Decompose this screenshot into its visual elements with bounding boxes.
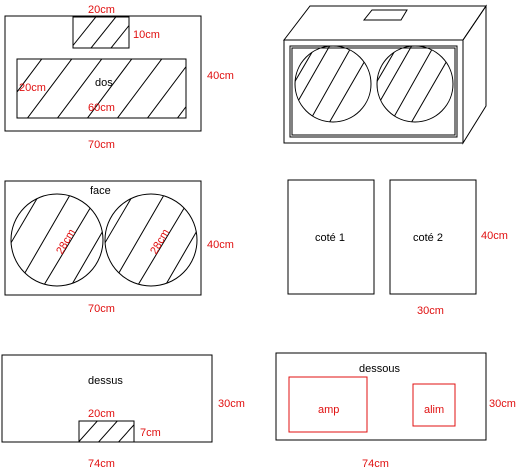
back-port-cutout [72, 16, 130, 49]
back-panel-width-label: 70cm [88, 139, 115, 151]
bottom-panel-width-label: 74cm [362, 458, 389, 470]
front-speaker-right-diameter: 28cm [148, 227, 172, 256]
top-cutout-height-label: 7cm [140, 427, 161, 439]
top-panel-depth-label: 30cm [218, 398, 245, 410]
cabinet-3d-speaker-right [376, 45, 454, 123]
top-panel-cutout-hatch [79, 421, 134, 442]
psu-outline [412, 383, 456, 427]
back-panel: 20cm 10cm dos 20cm 60cm 40cm 70cm [4, 4, 234, 151]
side-panel-height-label: 40cm [481, 230, 508, 242]
side-panel-left [287, 179, 375, 295]
back-port-hatch [73, 17, 129, 48]
top-panel: dessus 20cm 7cm 30cm 74cm [1, 354, 245, 470]
front-panel-height-label: 40cm [207, 239, 234, 251]
back-panel-outline [4, 15, 202, 132]
amp-outline [288, 376, 368, 433]
back-terminal-hatch [17, 59, 186, 118]
bottom-panel: dessous amp alim 30cm 74cm [275, 352, 516, 470]
cabinet-3d-front-inner [289, 45, 458, 138]
bottom-panel-label: dessous [359, 363, 400, 375]
back-terminal-width-label: 60cm [88, 102, 115, 114]
psu-label: alim [424, 404, 444, 416]
cabinet-3d-top-port [362, 9, 408, 21]
front-panel-label: face [90, 185, 111, 197]
front-panel-outline [4, 180, 202, 296]
top-panel-outline [1, 354, 213, 443]
top-cutout-width-label: 20cm [88, 408, 115, 420]
side-panel-right-label: coté 2 [413, 232, 443, 244]
front-speaker-left [10, 193, 104, 287]
cabinet-3d-front-inner2 [291, 47, 456, 136]
back-panel-label: dos [95, 77, 113, 89]
side-panel-depth-label: 30cm [417, 305, 444, 317]
top-panel-label: dessus [88, 375, 123, 387]
side-panel-left-label: coté 1 [315, 232, 345, 244]
cabinet-3d-speaker-right-hatch [377, 46, 453, 122]
bottom-panel-outline [275, 352, 487, 441]
bottom-panel-depth-label: 30cm [489, 398, 516, 410]
cabinet-3d-view [282, 4, 487, 145]
front-speaker-left-diameter: 28cm [54, 227, 78, 256]
amp-label: amp [318, 404, 339, 416]
top-panel-width-label: 74cm [88, 458, 115, 470]
back-port-width-label: 20cm [88, 4, 115, 16]
cabinet-3d-speaker-left [294, 45, 372, 123]
cabinet-3d-top [282, 5, 487, 41]
cabinet-3d-speaker-left-hatch [295, 46, 371, 122]
front-panel-width-label: 70cm [88, 303, 115, 315]
back-terminal-height-label: 20cm [19, 82, 46, 94]
back-port-height-label: 10cm [133, 29, 160, 41]
front-speaker-right-hatch [105, 194, 197, 286]
cabinet-3d-side [462, 4, 487, 145]
back-panel-height-label: 40cm [207, 70, 234, 82]
side-panels: coté 1 coté 2 40cm 30cm [287, 179, 508, 317]
top-panel-cutout [78, 420, 135, 443]
front-speaker-right [104, 193, 198, 287]
cabinet-3d-front [283, 39, 464, 144]
side-panel-right [389, 179, 477, 295]
front-panel: face 28cm 28cm 40cm 70cm [4, 180, 234, 315]
